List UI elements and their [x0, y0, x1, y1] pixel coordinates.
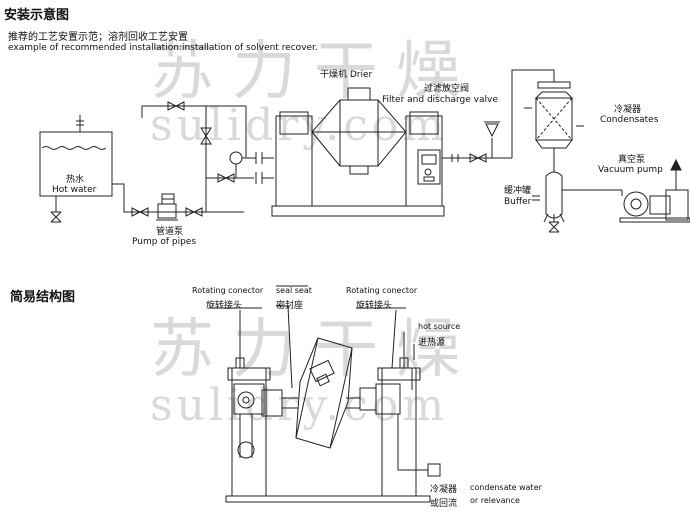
vacuum-label-en: Vacuum pump [598, 165, 663, 175]
condense-cn-2: 或回流 [430, 499, 458, 509]
rot-right-cn: 旋转接头 [356, 301, 393, 311]
pipe-pump [156, 193, 178, 221]
rot-right-en: Rotating conector [346, 286, 418, 295]
condenser-label-cn: 冷凝器 [614, 105, 642, 115]
rot-left-cn: 旋转接头 [206, 301, 243, 311]
pipepump-label-en: Pump of pipes [132, 237, 197, 247]
filter-label-cn: 过滤放空阀 [424, 84, 470, 94]
seal-seat-cn: 密封座 [276, 301, 304, 311]
vacuum-pump [619, 158, 690, 223]
hot-water-tank [39, 115, 113, 223]
hot-source-cn: 进热源 [418, 338, 446, 348]
structure-title: 简易结构图 [10, 290, 76, 305]
vacuum-label-cn: 真空泵 [618, 155, 646, 165]
install-subtitle-cn: 推荐的工艺安置示范；溶剂回收工艺安置 [8, 32, 188, 43]
structure-drawing [210, 285, 441, 503]
seal-seat-en: seal seat [276, 286, 312, 295]
condense-en-2: or relevance [470, 496, 520, 505]
condense-cn-1: 冷凝器 [430, 485, 458, 495]
install-title: 安装示意图 [4, 8, 70, 23]
condenser-label-en: Condensates [600, 115, 659, 125]
condense-en-1: condensate water [470, 483, 542, 492]
drier-label: 干燥机 Drier [320, 70, 373, 80]
double-cone-drier [271, 87, 445, 217]
hotwater-label-en: Hot water [52, 185, 97, 195]
rot-left-en: Rotating conector [192, 286, 264, 295]
pipepump-label-cn: 管道泵 [156, 227, 184, 237]
filter-label-en: Filter and discharge valve [382, 95, 498, 105]
install-subtitle-en: example of recommended installation:inst… [8, 43, 318, 53]
condenser [524, 81, 584, 162]
buffer-tank [532, 162, 622, 233]
buffer-label-en: Buffer [504, 197, 532, 207]
buffer-label-cn: 缓冲罐 [504, 186, 532, 196]
hotwater-label-cn: 热水 [66, 175, 85, 185]
hot-source-en: hot source [418, 322, 461, 331]
